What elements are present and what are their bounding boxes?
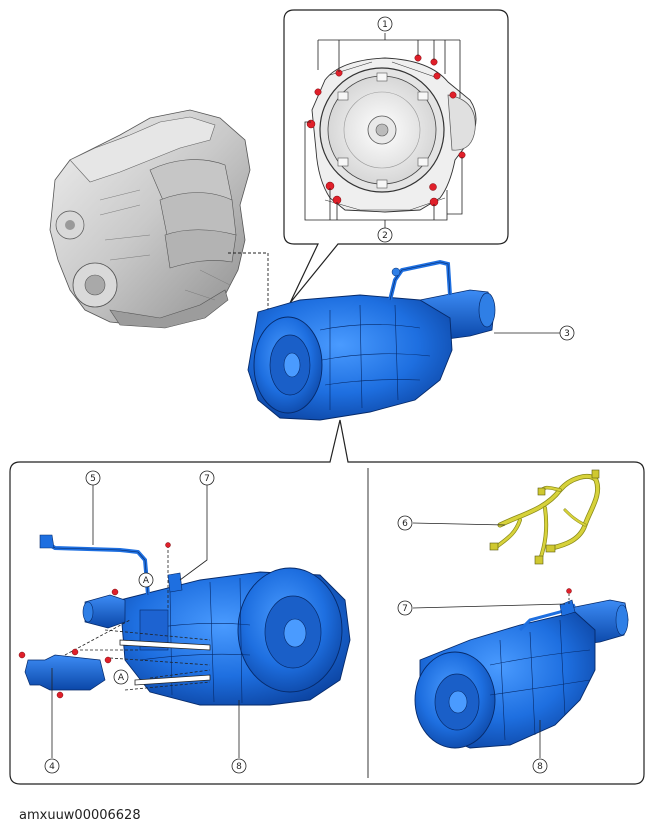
harness-connectors (489, 469, 600, 565)
leaders-right (412, 603, 566, 758)
callout-6-leader (412, 522, 506, 526)
callout-7-right-label: 7 (402, 604, 408, 614)
callout-2-label: 2 (382, 231, 388, 241)
callout-1-label: 1 (382, 20, 388, 30)
callout-8-right-label: 8 (537, 762, 543, 772)
bracket-7-left (167, 572, 183, 593)
callout-8-left-label: 8 (236, 762, 242, 772)
transmission-right (414, 599, 629, 749)
marker-a-1-label: A (143, 576, 150, 586)
marker-a-1: A (138, 572, 154, 588)
transmission-exploded (64, 545, 351, 706)
callout-5: 5 (85, 470, 101, 486)
figure-id-caption: amxuuw00006628 (19, 808, 141, 823)
marker-a-2-label: A (118, 673, 125, 683)
leaders-left (51, 485, 240, 758)
bolt-right (566, 588, 572, 594)
alignment-line (228, 252, 283, 371)
callout-4: 4 (44, 758, 60, 774)
callout-8-right: 8 (532, 758, 548, 774)
bolts-left (18, 542, 171, 699)
callout-5-label: 5 (90, 474, 96, 484)
callout-7-right: 7 (397, 600, 413, 616)
engine-illustration (49, 109, 251, 329)
callout-6: 6 (397, 515, 413, 531)
callout-7-left-label: 7 (204, 474, 210, 484)
transmission-main (247, 259, 496, 421)
callout-4-label: 4 (49, 762, 55, 772)
oil-cooler-pipe (39, 534, 150, 596)
callout-3-label: 3 (564, 329, 570, 339)
wiring-harness (493, 473, 601, 562)
bellhousing-face (304, 33, 477, 228)
bolt-locations (306, 54, 466, 207)
callout-6-label: 6 (402, 519, 408, 529)
callout-3: 3 (559, 325, 575, 341)
callout-7-left: 7 (199, 470, 215, 486)
marker-a-2: A (113, 669, 129, 685)
callout-1: 1 (377, 16, 393, 32)
callout-8-left: 8 (231, 758, 247, 774)
bracket-part (24, 654, 106, 691)
callout-2: 2 (377, 227, 393, 243)
